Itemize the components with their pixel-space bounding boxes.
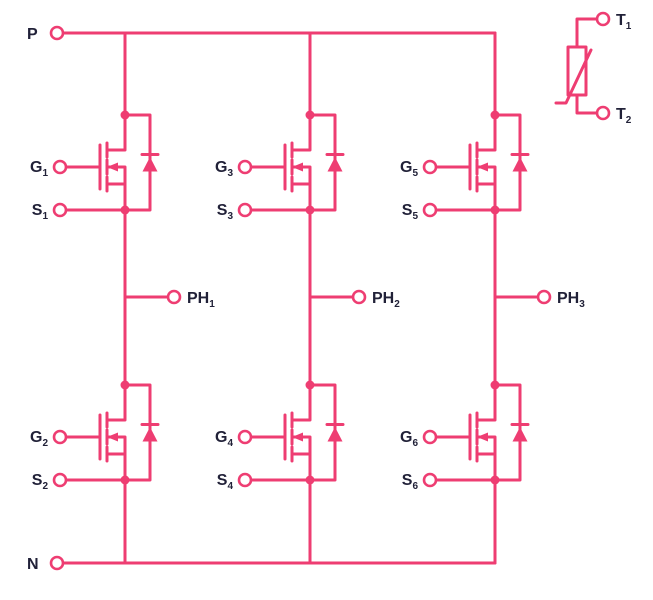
label-ph3: PH3	[557, 290, 585, 310]
thermistor-body-icon	[566, 45, 588, 97]
label-ph1: PH1	[187, 290, 215, 310]
source-terminal-s4	[237, 472, 253, 488]
gate-terminal-g4	[237, 429, 253, 445]
t2-terminal	[595, 105, 611, 121]
label-s4: S4	[217, 472, 234, 492]
label-g3-base: G	[215, 159, 227, 176]
label-t1-base: T	[616, 12, 626, 29]
label-g5-base: G	[400, 159, 412, 176]
label-s3-base: S	[217, 202, 228, 219]
label-s1: S1	[32, 202, 49, 222]
source-terminal-s1	[52, 202, 68, 218]
label-s2-sub: 2	[42, 481, 48, 492]
label-ph1-base: PH	[187, 290, 209, 307]
label-s6-sub: 6	[412, 481, 418, 492]
source-terminal-s6	[422, 472, 438, 488]
label-g2-base: G	[30, 429, 42, 446]
label-t1: T1	[616, 12, 632, 32]
label-ph2-sub: 2	[394, 299, 400, 310]
label-s1-base: S	[32, 202, 43, 219]
label-g4-base: G	[215, 429, 227, 446]
label-s5-sub: 5	[412, 211, 418, 222]
mosfet-q6	[435, 379, 530, 486]
thermistor: T1 T2	[554, 11, 632, 126]
label-ph2-base: PH	[372, 290, 394, 307]
label-s1-sub: 1	[42, 211, 48, 222]
mosfet-q1	[65, 109, 160, 216]
label-g1: G1	[30, 159, 48, 179]
label-g2-sub: 2	[42, 438, 48, 449]
gate-terminal-g6	[422, 429, 438, 445]
n-terminal	[49, 555, 65, 571]
label-t1-sub: 1	[626, 21, 632, 32]
label-g1-sub: 1	[42, 168, 48, 179]
label-g1-base: G	[30, 159, 42, 176]
source-terminal-s5	[422, 202, 438, 218]
label-s4-base: S	[217, 472, 228, 489]
p-rail-label: P	[27, 26, 38, 43]
label-t2-base: T	[616, 106, 626, 123]
thermistor-strike-icon	[554, 48, 593, 105]
label-t2-sub: 2	[626, 115, 632, 126]
label-g3: G3	[215, 159, 233, 179]
label-ph2: PH2	[372, 290, 400, 310]
label-s4-sub: 4	[227, 481, 233, 492]
label-g6: G6	[400, 429, 418, 449]
ph3-terminal	[536, 289, 552, 305]
n-rail-label: N	[27, 556, 39, 573]
label-s5: S5	[402, 202, 419, 222]
label-t2: T2	[616, 106, 632, 126]
mosfet-q3	[250, 109, 345, 216]
mosfet-q4	[250, 379, 345, 486]
label-g4: G4	[215, 429, 233, 449]
ph1-terminal	[166, 289, 182, 305]
gate-terminal-g1	[52, 159, 68, 175]
label-g6-sub: 6	[412, 438, 418, 449]
label-s3: S3	[217, 202, 234, 222]
label-g3-sub: 3	[227, 168, 233, 179]
label-ph3-base: PH	[557, 290, 579, 307]
t1-terminal	[595, 11, 611, 27]
label-s2: S2	[32, 472, 49, 492]
gate-terminal-g5	[422, 159, 438, 175]
label-s6-base: S	[402, 472, 413, 489]
label-g5-sub: 5	[412, 168, 418, 179]
ph2-terminal	[351, 289, 367, 305]
label-s5-base: S	[402, 202, 413, 219]
label-s6: S6	[402, 472, 419, 492]
p-terminal	[49, 25, 65, 41]
label-g4-sub: 4	[227, 438, 233, 449]
label-g6-base: G	[400, 429, 412, 446]
label-ph1-sub: 1	[209, 299, 215, 310]
t2-lead-wire	[575, 93, 599, 115]
gate-terminal-g2	[52, 429, 68, 445]
mosfet-q5	[435, 109, 530, 216]
mosfet-q2	[65, 379, 160, 486]
t1-lead-wire	[575, 17, 599, 49]
label-ph3-sub: 3	[579, 299, 585, 310]
label-s2-base: S	[32, 472, 43, 489]
label-g2: G2	[30, 429, 48, 449]
source-terminal-s2	[52, 472, 68, 488]
gate-terminal-g3	[237, 159, 253, 175]
source-terminal-s3	[237, 202, 253, 218]
label-g5: G5	[400, 159, 418, 179]
label-s3-sub: 3	[227, 211, 233, 222]
